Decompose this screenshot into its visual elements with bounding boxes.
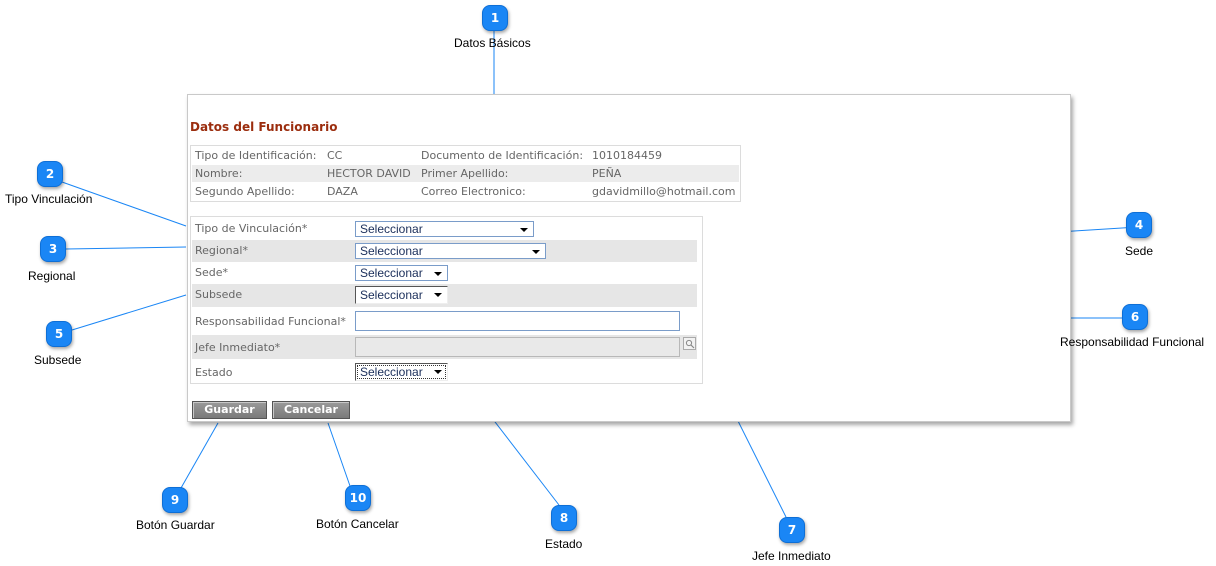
chevron-down-icon <box>520 228 528 232</box>
subsede-selected: Seleccionar <box>360 288 423 302</box>
chevron-down-icon <box>532 250 540 254</box>
documento-label: Documento de Identificación: <box>421 149 584 162</box>
callout-badge-7: 7 <box>779 517 805 543</box>
tipo-vinculacion-select[interactable]: Seleccionar <box>355 221 534 237</box>
callout-badge-3: 3 <box>40 236 66 262</box>
nombre-value: HECTOR DAVID <box>327 167 411 180</box>
tipo-vinculacion-selected: Seleccionar <box>360 222 423 236</box>
estado-select[interactable]: Seleccionar <box>355 363 448 381</box>
funcionario-panel: Datos del Funcionario Tipo de Identifica… <box>187 94 1071 422</box>
correo-value: gdavidmillo@hotmail.com <box>592 185 736 198</box>
regional-select[interactable]: Seleccionar <box>355 243 546 259</box>
regional-label: Regional* <box>195 244 248 257</box>
info-row: Nombre: HECTOR DAVID Primer Apellido: PE… <box>192 165 739 182</box>
responsabilidad-label: Responsabilidad Funcional* <box>195 315 346 328</box>
panel-title: Datos del Funcionario <box>190 120 338 134</box>
callout-badge-1: 1 <box>482 5 508 31</box>
callout-badge-6: 6 <box>1122 304 1148 330</box>
guardar-button[interactable]: Guardar <box>192 401 267 419</box>
primer-apellido-value: PEÑA <box>592 167 622 180</box>
sede-select[interactable]: Seleccionar <box>355 265 448 281</box>
subsede-label: Subsede <box>195 288 243 301</box>
chevron-down-icon <box>434 293 442 297</box>
tipo-identificacion-label: Tipo de Identificación: <box>195 149 317 162</box>
jefe-inmediato-row: Jefe Inmediato* <box>192 335 697 359</box>
jefe-inmediato-input[interactable] <box>355 337 680 357</box>
tipo-vinculacion-label: Tipo de Vinculación* <box>195 222 308 235</box>
regional-row: Regional* Seleccionar <box>192 240 697 262</box>
responsabilidad-input[interactable] <box>355 311 680 331</box>
callout-label-subsede: Subsede <box>34 353 82 367</box>
estado-row: Estado Seleccionar <box>192 361 697 383</box>
sede-row: Sede* Seleccionar <box>192 262 697 284</box>
callout-label-boton-cancelar: Botón Cancelar <box>316 517 399 531</box>
segundo-apellido-label: Segundo Apellido: <box>195 185 295 198</box>
correo-label: Correo Electronico: <box>421 185 526 198</box>
chevron-down-icon <box>434 370 442 374</box>
datos-basicos-table: Tipo de Identificación: CC Documento de … <box>190 145 741 202</box>
magnifier-icon[interactable] <box>683 337 696 350</box>
info-row: Tipo de Identificación: CC Documento de … <box>192 147 739 164</box>
regional-selected: Seleccionar <box>360 244 423 258</box>
jefe-inmediato-label: Jefe Inmediato* <box>195 341 281 354</box>
primer-apellido-label: Primer Apellido: <box>421 167 509 180</box>
nombre-label: Nombre: <box>195 167 243 180</box>
sede-label: Sede* <box>195 266 228 279</box>
vinculacion-form: Tipo de Vinculación* Seleccionar Regiona… <box>190 216 703 384</box>
callout-badge-10: 10 <box>345 485 371 511</box>
cancelar-button[interactable]: Cancelar <box>272 401 350 419</box>
callout-badge-9: 9 <box>162 487 188 513</box>
subsede-select[interactable]: Seleccionar <box>355 286 448 304</box>
estado-selected: Seleccionar <box>360 365 423 379</box>
segundo-apellido-value: DAZA <box>327 185 358 198</box>
callout-label-jefe-inmediato: Jefe Inmediato <box>752 549 831 563</box>
documento-value: 1010184459 <box>592 149 662 162</box>
tipo-vinculacion-row: Tipo de Vinculación* Seleccionar <box>192 218 697 240</box>
responsabilidad-row: Responsabilidad Funcional* <box>192 309 697 333</box>
callout-badge-4: 4 <box>1126 212 1152 238</box>
sede-selected: Seleccionar <box>360 266 423 280</box>
estado-label: Estado <box>195 366 233 379</box>
callout-label-estado: Estado <box>545 537 583 551</box>
callout-label-regional: Regional <box>28 269 76 283</box>
info-row: Segundo Apellido: DAZA Correo Electronic… <box>192 183 739 200</box>
callout-badge-5: 5 <box>46 321 72 347</box>
callout-label-sede: Sede <box>1125 244 1154 258</box>
tipo-identificacion-value: CC <box>327 149 343 162</box>
callout-badge-8: 8 <box>551 505 577 531</box>
callout-label-tipo-vinculacion: Tipo Vinculación <box>5 192 93 206</box>
chevron-down-icon <box>434 272 442 276</box>
callout-badge-2: 2 <box>37 161 63 187</box>
callout-label-datos-basicos: Datos Básicos <box>454 36 531 50</box>
callout-label-responsabilidad: Responsabilidad Funcional <box>1060 335 1205 349</box>
subsede-row: Subsede Seleccionar <box>192 284 697 307</box>
callout-label-boton-guardar: Botón Guardar <box>136 518 215 532</box>
